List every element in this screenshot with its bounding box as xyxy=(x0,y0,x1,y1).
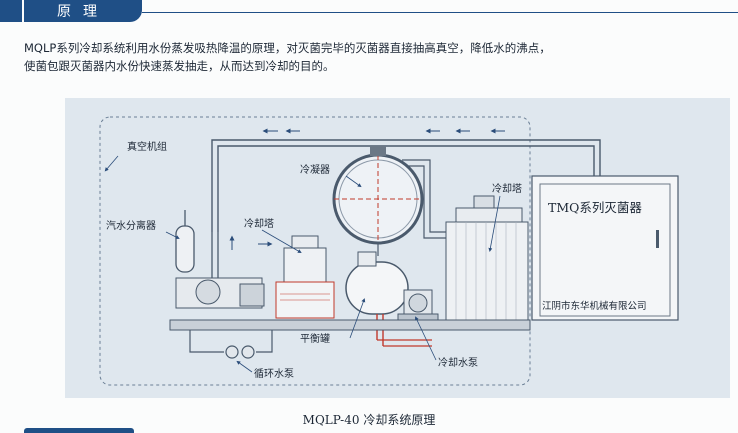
vacuum-pump-set xyxy=(175,232,265,309)
section-title: 原理 xyxy=(24,0,142,22)
base-frame xyxy=(169,319,531,331)
leader-lines xyxy=(104,155,501,373)
cooling-tower-right xyxy=(445,195,529,323)
diagram-caption: MQLP-40 冷却系统原理 xyxy=(0,411,738,428)
circulation-pump xyxy=(189,330,273,359)
label-cooling-tower-right: 冷却塔 xyxy=(492,182,522,195)
caption-text: 冷却系统原理 xyxy=(363,413,436,427)
label-vacuum-unit: 真空机组 xyxy=(127,140,167,153)
vacuum-unit-boundary xyxy=(99,116,531,386)
footer-bar xyxy=(24,428,134,433)
intro-text: MQLP系列冷却系统利用水份蒸发吸热降温的原理，对灭菌完毕的灭菌器直接抽高真空，… xyxy=(24,39,734,75)
intro-line-2: 使菌包跟灭菌器内水份快速蒸发抽走，从而达到冷却的目的。 xyxy=(24,59,335,73)
label-condenser: 冷凝器 xyxy=(300,163,330,176)
sterilizer-maker: 江阴市东华机械有限公司 xyxy=(542,300,647,312)
diagram-labels: 真空机组 冷凝器 冷却塔 汽水分离器 冷却塔 平衡罐 冷却水泵 循环水泵 TMQ… xyxy=(106,140,647,380)
label-circulation-pump: 循环水泵 xyxy=(254,367,294,380)
cooling-tower-left xyxy=(275,235,335,319)
vacuum-pipe xyxy=(211,139,601,232)
flow-arrows xyxy=(229,128,505,250)
header-corner xyxy=(0,0,22,22)
sterilizer-title: TMQ系列灭菌器 xyxy=(548,200,642,215)
label-balance-tank: 平衡罐 xyxy=(300,332,330,345)
cooling-water-pump xyxy=(397,289,439,323)
steam-water-separator xyxy=(175,210,195,273)
label-steam-water-separator: 汽水分离器 xyxy=(106,219,156,232)
header-divider xyxy=(142,12,738,13)
caption-model: MQLP-40 xyxy=(302,413,360,427)
intro-line-1: MQLP系列冷却系统利用水份蒸发吸热降温的原理，对灭菌完毕的灭菌器直接抽高真空，… xyxy=(24,41,551,55)
label-cooling-tower-left: 冷却塔 xyxy=(244,217,274,230)
sterilizer xyxy=(531,175,679,321)
label-cooling-pump: 冷却水泵 xyxy=(438,356,478,369)
